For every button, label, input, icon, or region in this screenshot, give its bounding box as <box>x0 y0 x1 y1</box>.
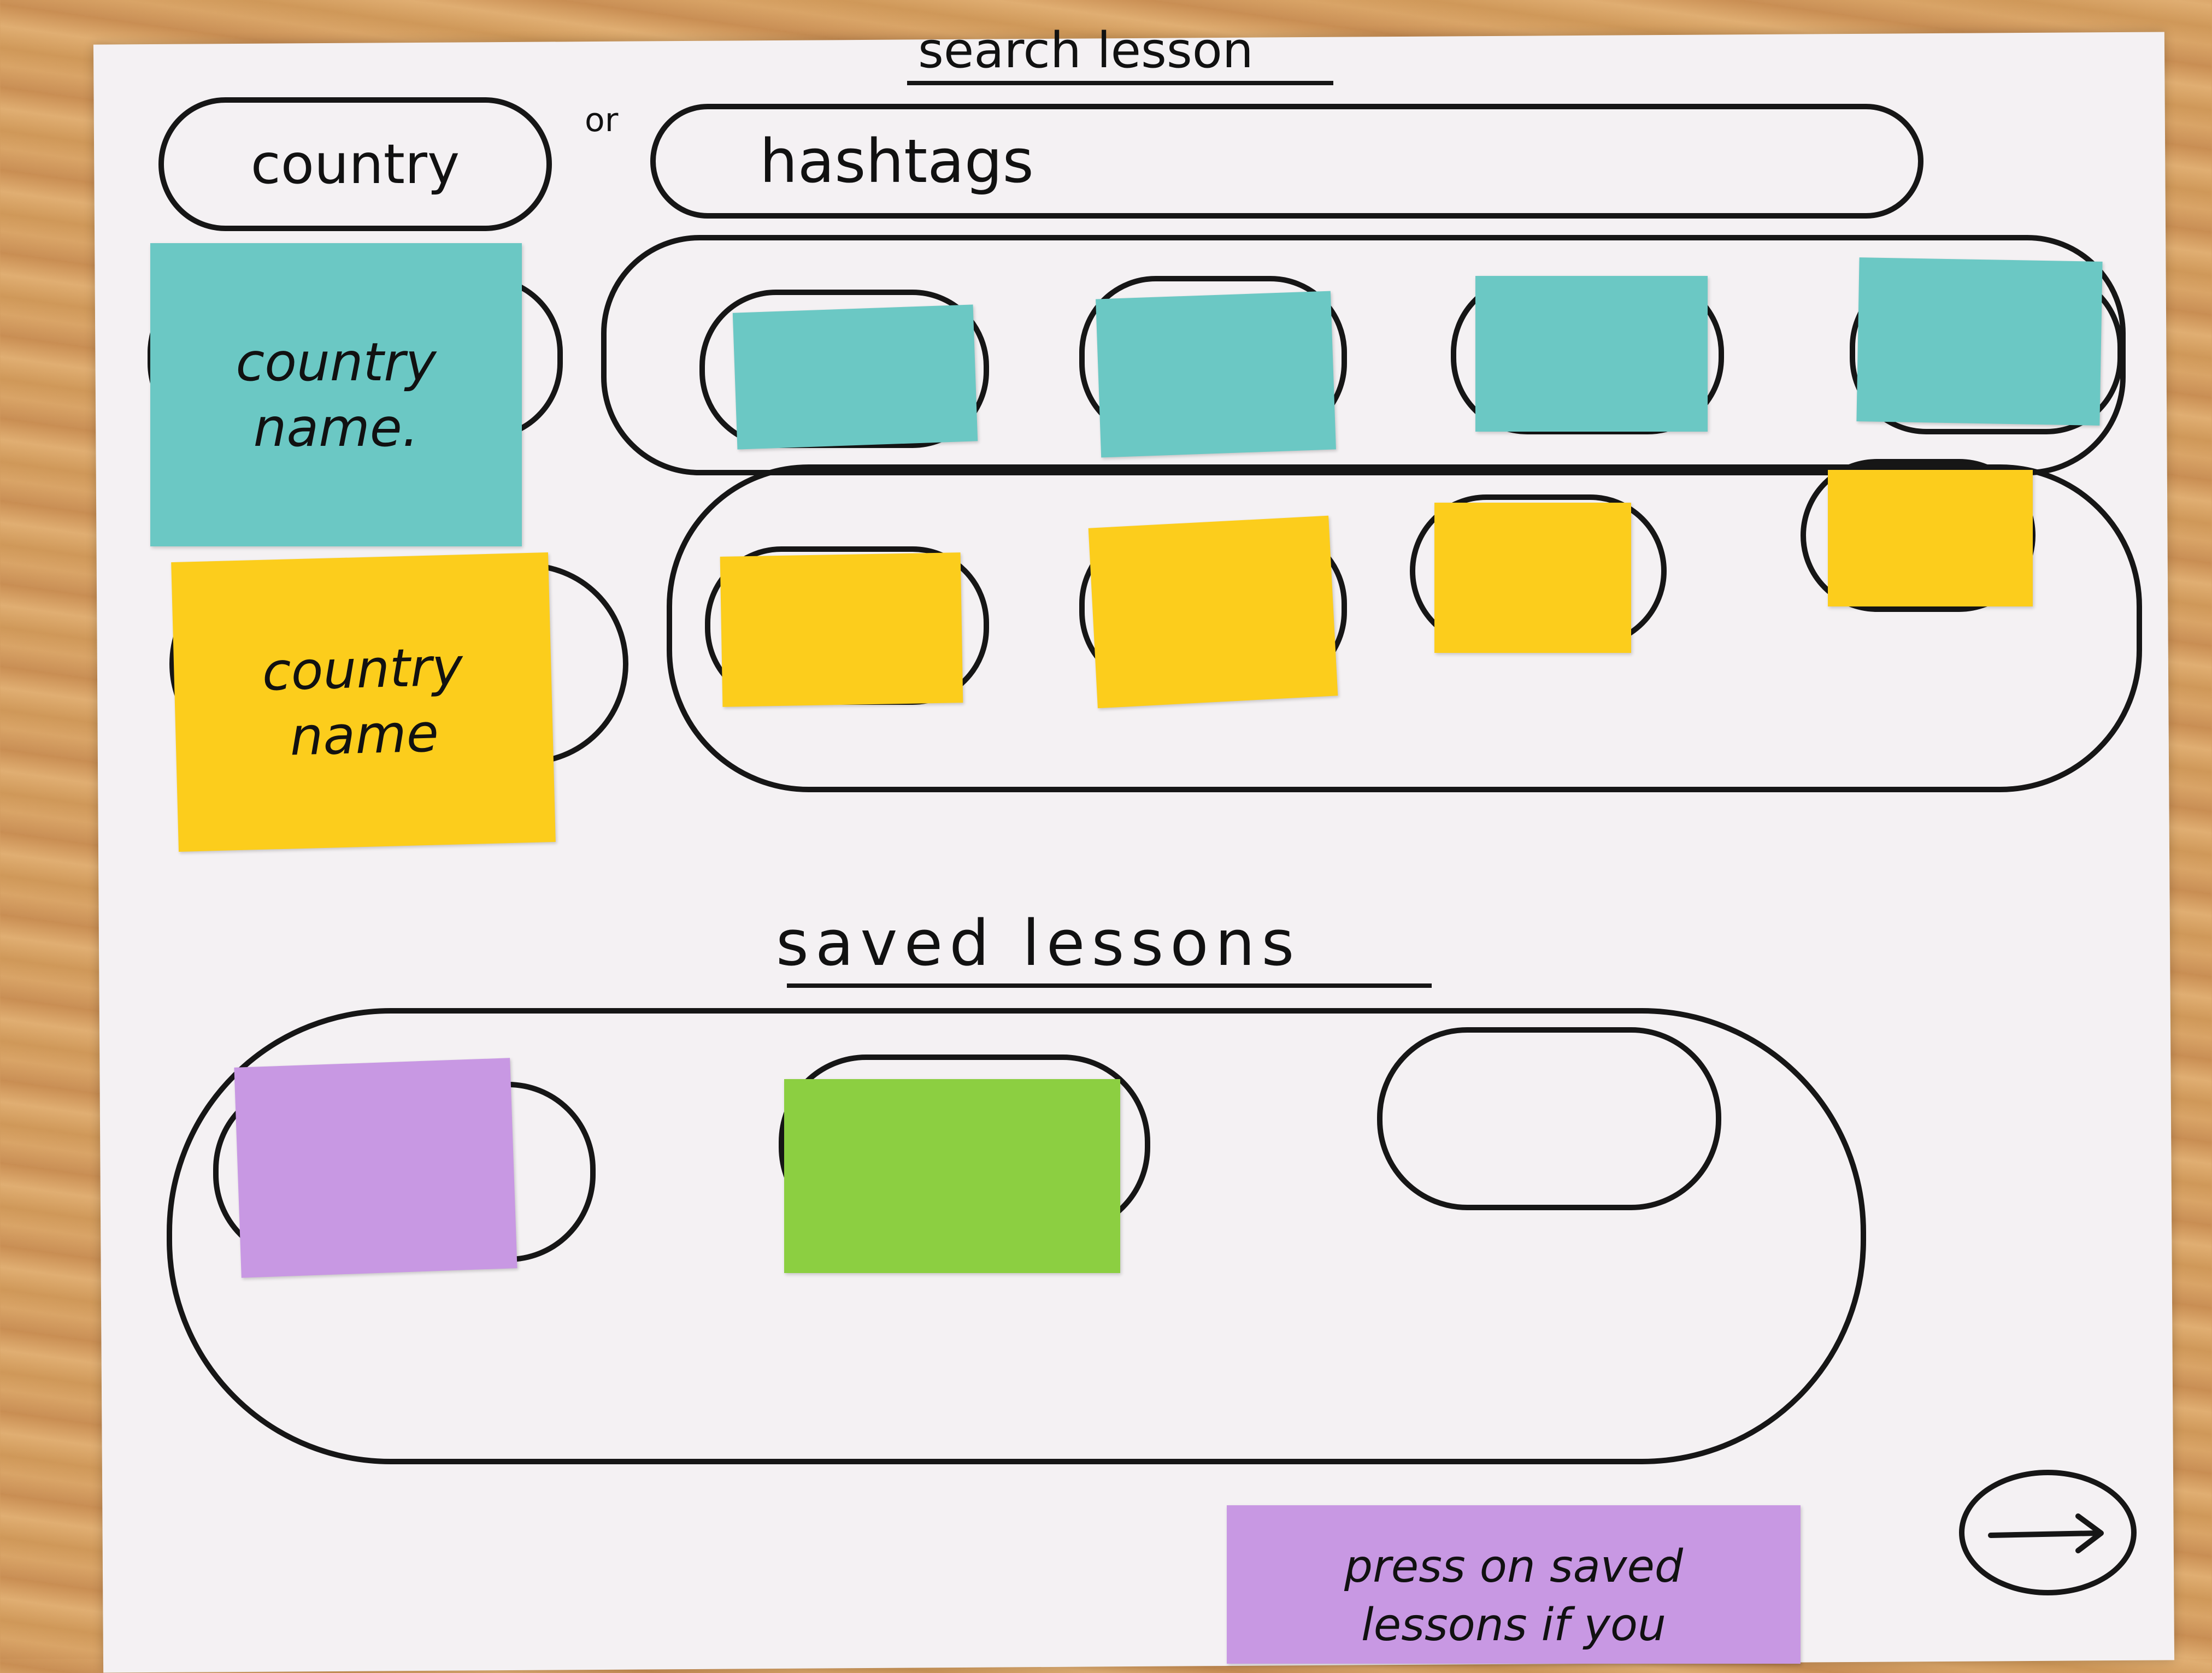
lesson-tile-2-4[interactable] <box>1828 470 2033 606</box>
arrow-right-icon <box>1987 1513 2104 1553</box>
saved-lessons-title: saved lessons <box>776 907 1301 980</box>
lesson-slot-2-4 <box>1801 459 2035 612</box>
lesson-carousel-row-1[interactable] <box>601 235 2126 475</box>
lesson-tile-2-3[interactable] <box>1434 503 1631 653</box>
country-search-field[interactable]: country <box>158 97 552 231</box>
lesson-tile-1-4[interactable] <box>1856 257 2103 426</box>
hint-line-1: press on saved <box>1344 1541 1683 1593</box>
lesson-tile-1-2[interactable] <box>1096 291 1336 458</box>
country-tile-1[interactable]: country name. <box>150 243 522 546</box>
next-button[interactable] <box>1959 1470 2137 1595</box>
lesson-tile-2-2[interactable] <box>1088 515 1338 709</box>
country-tile-1-line-2: name. <box>253 397 419 458</box>
lesson-carousel-row-2[interactable] <box>667 464 2142 792</box>
hashtag-search-placeholder: hashtags <box>760 126 1034 196</box>
lesson-tile-2-1[interactable] <box>720 552 963 707</box>
or-label: or <box>585 101 619 139</box>
country-search-placeholder: country <box>250 132 460 196</box>
hashtag-search-field[interactable]: hashtags <box>650 104 1923 219</box>
hint-line-2: lessons if you <box>1361 1599 1666 1651</box>
saved-lesson-tile-1[interactable] <box>234 1058 517 1278</box>
saved-lesson-tile-2[interactable] <box>784 1079 1120 1273</box>
country-tile-2-line-2: name <box>289 702 440 768</box>
saved-lessons-carousel[interactable] <box>167 1008 1866 1464</box>
lesson-tile-1-1[interactable] <box>732 304 978 450</box>
lesson-tile-1-3[interactable] <box>1475 276 1708 432</box>
saved-slot-3-empty[interactable] <box>1377 1027 1721 1210</box>
country-tile-2[interactable]: country name <box>171 552 556 852</box>
search-title-underline <box>907 81 1333 85</box>
country-tile-2-line-1: country <box>261 636 464 703</box>
hint-sticky-note: press on saved lessons if you <box>1227 1505 1801 1664</box>
saved-title-underline <box>787 983 1432 988</box>
search-title: search lesson <box>918 22 1254 79</box>
country-tile-1-line-1: country <box>236 331 437 393</box>
